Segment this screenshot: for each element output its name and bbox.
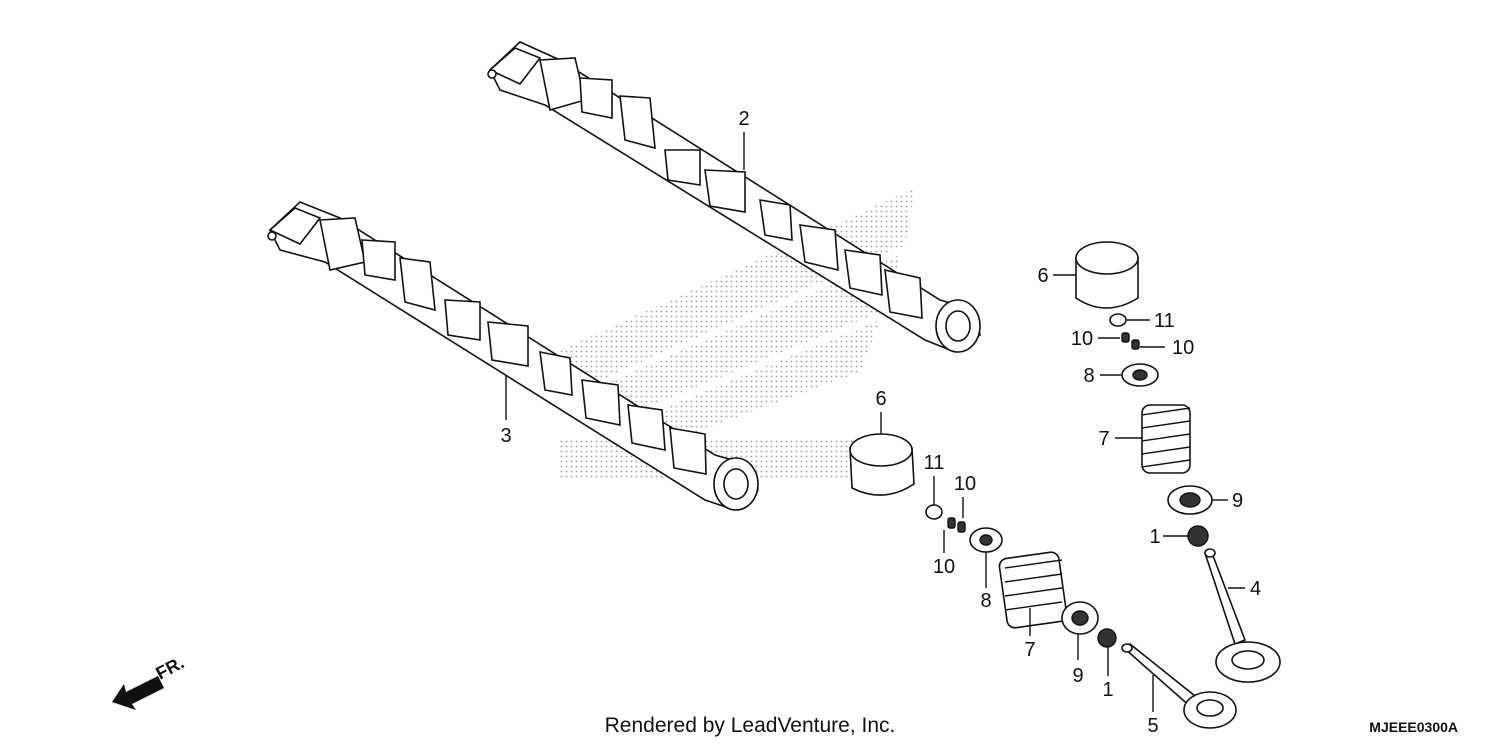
valve-left[interactable] <box>1121 643 1237 729</box>
retainer-right[interactable] <box>1121 363 1159 387</box>
brand-watermark <box>540 188 915 480</box>
render-credit: Rendered by LeadVenture, Inc. <box>605 714 896 737</box>
callout-seal-left[interactable]: 1 <box>1102 679 1113 701</box>
cotter-right-a[interactable] <box>1121 332 1130 343</box>
callout-valve-left[interactable]: 5 <box>1147 715 1158 737</box>
valve-stack-left <box>849 433 1237 729</box>
callout-seat-right[interactable]: 9 <box>1232 490 1243 512</box>
callout-seat-left[interactable]: 9 <box>1072 665 1083 687</box>
callout-camshaft-top[interactable]: 2 <box>738 108 749 130</box>
seat-right[interactable] <box>1167 485 1213 515</box>
callout-spring-right[interactable]: 7 <box>1098 428 1109 450</box>
callouts: 2 3 6 11 10 10 8 7 9 1 4 6 11 10 10 8 7 … <box>500 108 1261 737</box>
lifter-left[interactable] <box>849 433 915 496</box>
diagram-code: MJEEE0300A <box>1369 719 1458 735</box>
front-direction-indicator: FR. <box>112 652 187 710</box>
callout-shim-left[interactable]: 11 <box>924 452 945 474</box>
front-arrow-icon <box>112 676 164 710</box>
callout-cotter-left-b[interactable]: 10 <box>933 556 955 578</box>
callout-valve-right[interactable]: 4 <box>1250 578 1261 600</box>
spring-left[interactable] <box>998 551 1068 629</box>
seat-left[interactable] <box>1061 601 1099 635</box>
camshaft-top[interactable] <box>487 41 981 353</box>
valve-stack-right <box>1075 241 1281 683</box>
cotter-left-b-body[interactable] <box>957 521 966 533</box>
spring-right[interactable] <box>1141 404 1191 474</box>
lifter-right[interactable] <box>1075 241 1139 309</box>
callout-spring-left[interactable]: 7 <box>1024 639 1035 661</box>
cotter-right-b[interactable] <box>1131 339 1140 350</box>
shim-left-body[interactable] <box>925 504 943 520</box>
camshaft-bottom[interactable] <box>267 201 759 511</box>
seal-right[interactable] <box>1187 525 1209 547</box>
shim-right[interactable] <box>1109 313 1127 327</box>
callout-camshaft-bottom[interactable]: 3 <box>500 425 511 447</box>
callout-cotter-left-a[interactable]: 10 <box>954 473 976 495</box>
callout-retainer-right[interactable]: 8 <box>1083 365 1094 387</box>
callout-retainer-left[interactable]: 8 <box>980 590 991 612</box>
callout-seal-right[interactable]: 1 <box>1149 526 1160 548</box>
seal-left[interactable] <box>1097 628 1117 648</box>
valve-right[interactable] <box>1203 548 1281 683</box>
callout-lifter-right[interactable]: 6 <box>1037 265 1048 287</box>
cotter-left-a-body[interactable] <box>947 517 956 529</box>
callout-cotter-right-a[interactable]: 10 <box>1071 328 1093 350</box>
leader-lines <box>505 132 1245 712</box>
callout-lifter-left[interactable]: 6 <box>875 388 886 410</box>
retainer-left[interactable] <box>969 527 1003 553</box>
callout-shim-right[interactable]: 11 <box>1154 310 1175 332</box>
callout-cotter-right-b[interactable]: 10 <box>1172 337 1194 359</box>
